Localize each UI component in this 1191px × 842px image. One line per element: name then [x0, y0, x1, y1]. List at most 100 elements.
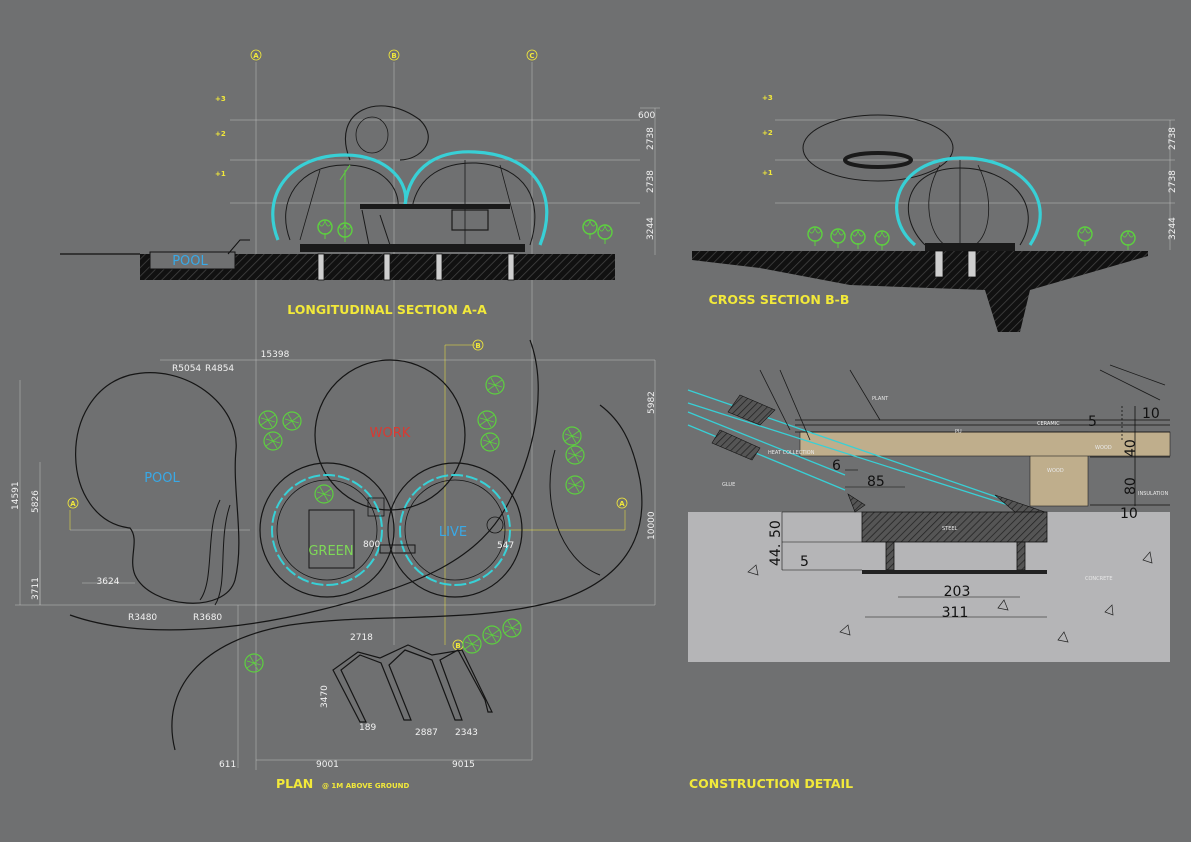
plan-marker-b-top: B — [472, 339, 484, 351]
detail-title: CONSTRUCTION DETAIL — [689, 776, 853, 791]
detail-label-ceramic: CERAMIC — [1037, 421, 1060, 427]
detail-dim-6: 6 — [832, 458, 841, 474]
plan-marker-b-bottom: B — [452, 639, 464, 651]
plan-dim-15398: 15398 — [261, 350, 290, 360]
detail-label-pu: PU — [955, 429, 962, 435]
plan-dim-3711: 3711 — [31, 577, 41, 600]
plan-benches — [332, 644, 493, 723]
plan-dim-800: 800 — [363, 540, 380, 550]
plan-radius-r5054: R5054 — [172, 364, 201, 374]
level-3-label: +3 — [215, 95, 226, 103]
plan-tree-icon — [462, 634, 482, 654]
detail-label-heat-collection: HEAT COLLECTION — [768, 450, 815, 456]
detail-label-glue: GLUE — [722, 482, 735, 488]
detail-aggregate-marks — [747, 551, 1153, 643]
detail-label-plant: PLANT — [872, 396, 889, 402]
pool-outline — [75, 372, 240, 604]
plan-subtitle: @ 1M ABOVE GROUND — [322, 782, 409, 790]
detail-dim-10-bottom: 10 — [1120, 506, 1138, 522]
detail-dim-5-top: 5 — [1088, 414, 1097, 430]
landscape-curve-outer — [171, 404, 643, 751]
longitudinal-section: A B C +3 +2 +1 600 2738 2738 3244 POOL — [60, 49, 660, 770]
live-pod-outline — [387, 462, 523, 598]
detail-dimension-lines — [781, 469, 1047, 618]
cross-section: +3 +2 +1 2738 2738 3244 CROSS SECTION B-… — [692, 94, 1178, 332]
detail-dim-40: 40 — [1123, 439, 1139, 457]
plan-marker-a-right: A — [616, 497, 628, 509]
detail-label-wood-2: WOOD — [1047, 468, 1064, 474]
green-pod-outline — [259, 462, 395, 598]
cross-ground — [692, 251, 1148, 332]
construction-detail: 10 5 40 80 10 6 85 50 44. 5 203 311 PLAN… — [687, 364, 1171, 791]
plan-radius-r4854: R4854 — [205, 364, 234, 374]
detail-label-wood-1: WOOD — [1095, 445, 1112, 451]
longitudinal-section-title: LONGITUDINAL SECTION A-A — [287, 302, 487, 317]
plan-marker-a-right-label: A — [619, 500, 625, 508]
plan-dim-547: 547 — [497, 541, 514, 551]
live-room-label: LIVE — [439, 525, 467, 540]
plan-dimension-lines — [15, 344, 656, 768]
detail-label-concrete: CONCRETE — [1085, 576, 1113, 582]
detail-dim-10-top: 10 — [1142, 406, 1160, 422]
plan: A A B B POOL WORK GREEN — [11, 339, 657, 791]
section-tree-icon — [582, 219, 598, 240]
dim-2738-lower: 2738 — [646, 170, 656, 193]
plan-marker-b-bottom-label: B — [455, 642, 460, 650]
plan-tree-icon — [562, 426, 582, 446]
pool-section-label: POOL — [172, 254, 208, 269]
top-pod-outline — [344, 105, 429, 161]
pool-basin — [149, 251, 236, 270]
section-floor-slab — [300, 244, 525, 252]
section-piers — [317, 253, 515, 281]
green-room-label: GREEN — [308, 544, 353, 559]
detail-label-steel: STEEL — [942, 526, 958, 532]
cross-dim-2738-upper: 2738 — [1168, 127, 1178, 150]
level-1-label: +1 — [215, 170, 226, 178]
plan-marker-a-left-label: A — [70, 500, 76, 508]
detail-dim-44: 44. — [768, 544, 784, 566]
grid-marker-b-label: B — [391, 52, 396, 60]
plan-dim-2718: 2718 — [350, 633, 373, 643]
plan-title: PLAN — [276, 776, 313, 791]
grid-marker-a-label: A — [253, 52, 259, 60]
dim-600: 600 — [638, 111, 655, 121]
grid-marker-a: A — [250, 49, 262, 61]
plan-dim-611: 611 — [219, 760, 236, 770]
grid-marker-c: C — [526, 49, 538, 61]
plan-dim-5826: 5826 — [31, 490, 41, 513]
plan-dim-2887: 2887 — [415, 728, 438, 738]
dim-3244: 3244 — [646, 217, 656, 240]
cross-tree-icon — [1077, 226, 1093, 247]
plan-dim-9001: 9001 — [316, 760, 339, 770]
detail-steel-plate — [861, 511, 1048, 543]
plan-dim-189: 189 — [359, 723, 376, 733]
detail-label-insulation: INSULATION — [1138, 491, 1168, 497]
work-pod-outline — [314, 359, 466, 511]
plan-radius-r3680: R3680 — [193, 613, 222, 623]
right-pod-shell — [403, 150, 549, 246]
section-tree-icon — [317, 219, 333, 240]
cross-level-2-label: +2 — [762, 129, 773, 137]
cross-level-1-label: +1 — [762, 169, 773, 177]
plan-tree-icon — [485, 375, 505, 395]
plan-tree-icon — [258, 410, 278, 430]
cross-level-3-label: +3 — [762, 94, 773, 102]
detail-dim-85: 85 — [867, 474, 885, 490]
grid-marker-b: B — [388, 49, 400, 61]
grid-marker-c-label: C — [529, 52, 534, 60]
detail-dim-5-bottom: 5 — [800, 554, 809, 570]
work-room-label: WORK — [370, 426, 411, 441]
cross-section-title: CROSS SECTION B-B — [709, 292, 850, 307]
plan-dim-3470: 3470 — [320, 685, 330, 708]
detail-dim-80: 80 — [1123, 477, 1139, 495]
landscape-curve-inner — [69, 339, 539, 631]
cross-tree-icon — [807, 226, 823, 247]
plan-marker-b-top-label: B — [475, 342, 480, 350]
cross-dim-3244: 3244 — [1168, 217, 1178, 240]
plan-radius-r3480: R3480 — [128, 613, 157, 623]
plan-dim-9015: 9015 — [452, 760, 475, 770]
level-2-label: +2 — [215, 130, 226, 138]
plan-dim-2343: 2343 — [455, 728, 478, 738]
detail-dim-203: 203 — [944, 584, 971, 600]
